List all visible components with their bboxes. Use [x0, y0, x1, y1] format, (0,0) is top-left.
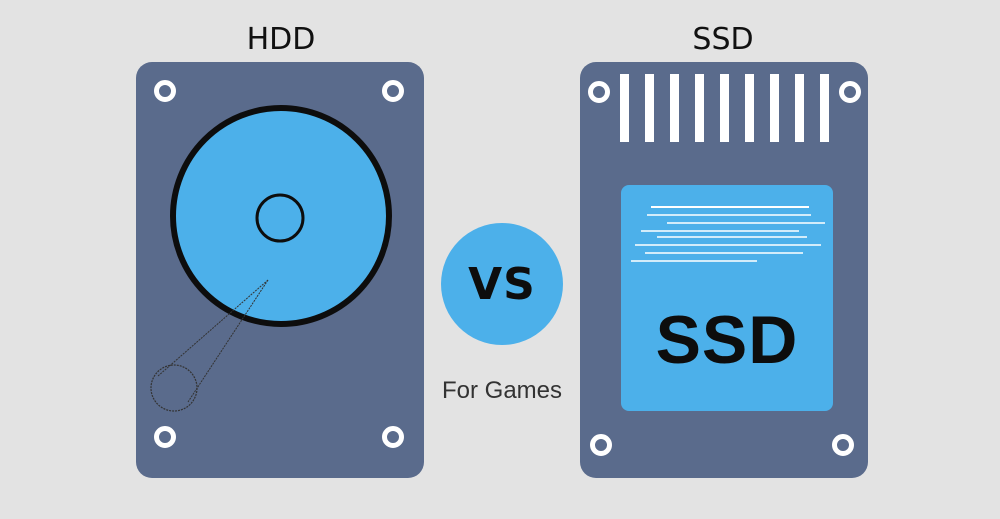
ssd-title: SSD	[692, 22, 754, 57]
ssd-drive	[580, 62, 868, 478]
vent-icon	[620, 74, 830, 142]
subtitle: For Games	[441, 377, 563, 404]
ssd-chip-label: SSD	[655, 302, 799, 378]
screw-icon	[154, 426, 176, 448]
screw-icon	[590, 434, 612, 456]
screw-icon	[832, 434, 854, 456]
screw-icon	[588, 81, 610, 103]
screw-icon	[839, 81, 861, 103]
hdd-drive	[136, 62, 424, 478]
platter-icon	[150, 105, 392, 412]
vs-badge: VS	[441, 223, 563, 345]
hdd-title: HDD	[246, 22, 316, 57]
chip-icon	[621, 185, 833, 411]
read-arm-icon	[150, 279, 269, 412]
screw-icon	[382, 80, 404, 102]
screw-icon	[382, 426, 404, 448]
vs-text: VS	[468, 258, 536, 310]
screw-icon	[154, 80, 176, 102]
chip-text-lines	[631, 206, 825, 262]
